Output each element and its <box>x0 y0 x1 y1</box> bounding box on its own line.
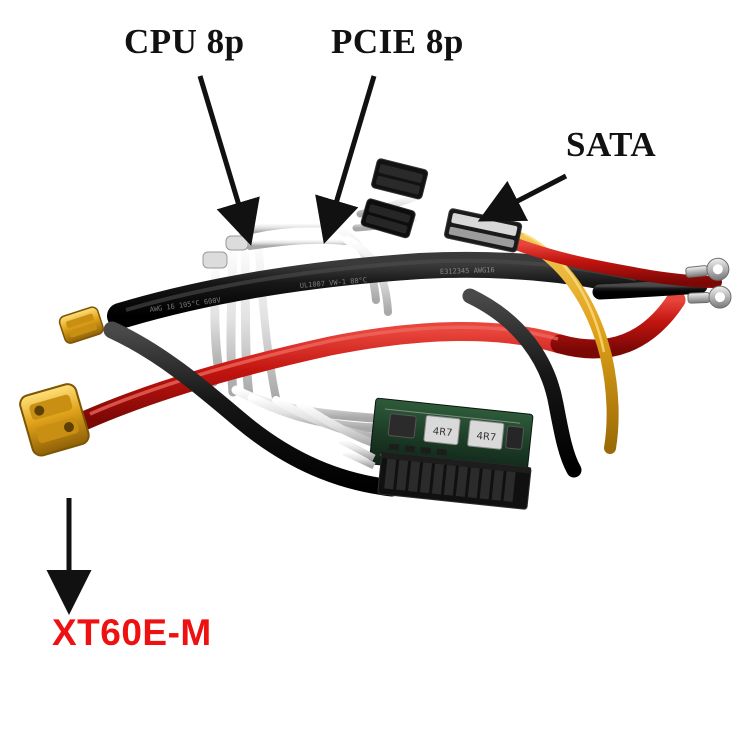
red-branch-wire <box>510 238 722 288</box>
xt60e-m-connector <box>19 383 90 457</box>
atx-24pin-header <box>377 451 532 510</box>
label-xt60e-m: XT60E-M <box>52 612 212 653</box>
sata-connector <box>444 208 523 253</box>
label-pcie-8p: PCIE 8p <box>331 22 464 61</box>
svg-text:E312345 AWG16: E312345 AWG16 <box>440 266 495 276</box>
label-cpu-8p: CPU 8p <box>124 22 245 61</box>
xt60-small-connector <box>58 306 104 344</box>
capacitor-marking-1: 4R7 <box>432 426 453 439</box>
ring-terminals <box>685 257 732 309</box>
header-white-wires <box>338 436 376 470</box>
pcie-8p-connector <box>360 158 429 239</box>
capacitor-marking-2: 4R7 <box>476 431 497 444</box>
label-sata: SATA <box>566 125 657 164</box>
red-main-wire <box>76 290 686 430</box>
